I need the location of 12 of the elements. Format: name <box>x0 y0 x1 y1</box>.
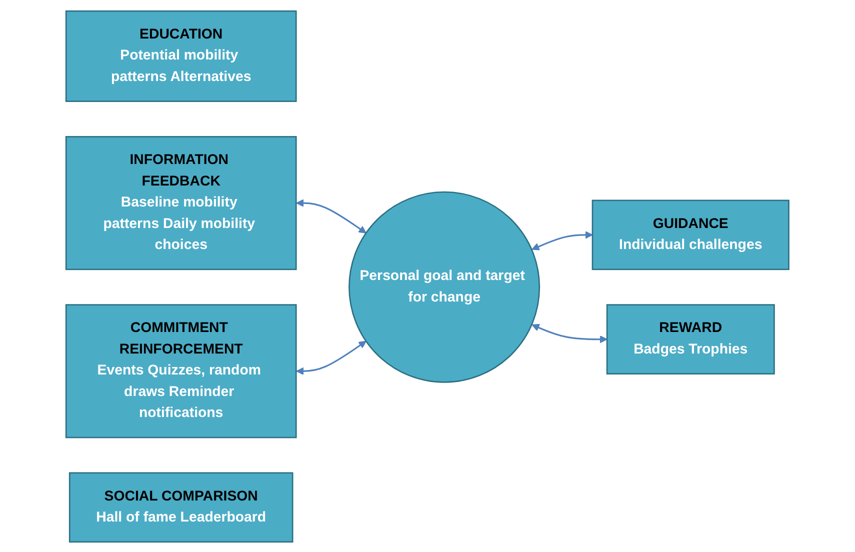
node-box <box>606 304 775 374</box>
arrow <box>296 340 366 375</box>
node-box <box>66 10 297 102</box>
arrow <box>532 230 593 250</box>
node-box <box>592 199 790 270</box>
node-circle <box>348 190 540 382</box>
arrow <box>296 198 366 233</box>
node-box <box>66 136 297 270</box>
arrow <box>532 323 608 343</box>
diagram: EDUCATION Potential mobility patterns Alternatives INFORMATION FEEDBACK Baseline mobility patterns Daily mobility choices GUIDANCE Individual challenges Personal goal and target for change COMMITMENT REINFORCEMENT Events Quizzes, random draws Reminder notifications REWARD Badges Trophies SOCIAL COMPARISON Hall of fame Leaderboard <box>59 4 796 548</box>
node-box <box>66 304 297 438</box>
node-box <box>69 472 294 542</box>
